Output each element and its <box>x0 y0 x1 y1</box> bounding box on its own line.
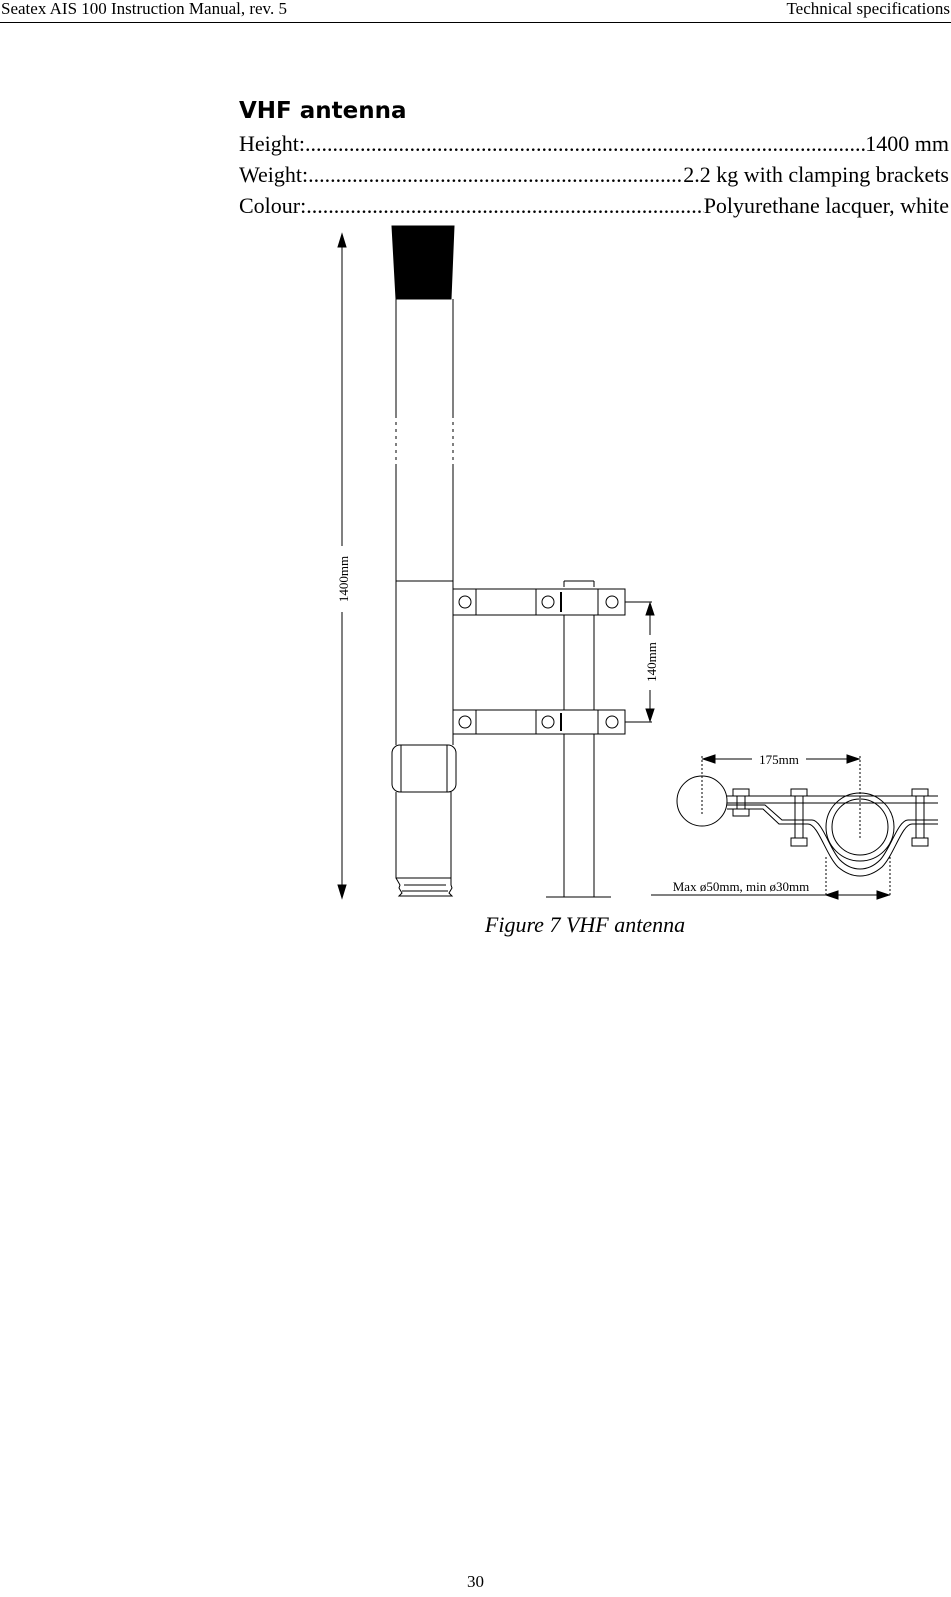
spacing-dimension: 140mm <box>625 601 659 723</box>
dot-leader <box>308 159 683 190</box>
offset-dimension-label: 175mm <box>759 752 799 767</box>
spec-label: Weight: <box>239 162 309 187</box>
antenna-whip <box>391 225 457 897</box>
spec-row-height: Height: 1400 mm <box>239 128 949 159</box>
upper-clamping-bracket <box>452 588 626 616</box>
section-heading: VHF antenna <box>239 98 407 124</box>
pipe-diameter-label: Max ø50mm, min ø30mm <box>673 879 810 894</box>
header-document-title: Seatex AIS 100 Instruction Manual, rev. … <box>1 0 287 18</box>
dot-leader <box>305 128 865 159</box>
spec-list: Height: 1400 mm Weight: 2.2 kg with clam… <box>239 128 949 221</box>
spec-label: Colour: <box>239 193 307 218</box>
spec-value: 1400 mm <box>865 131 949 156</box>
page-number: 30 <box>467 1572 484 1591</box>
vhf-antenna-drawing: 1400mm <box>336 225 938 900</box>
height-dimension: 1400mm <box>336 232 351 900</box>
running-header: Seatex AIS 100 Instruction Manual, rev. … <box>0 0 951 23</box>
spec-row-weight: Weight: 2.2 kg with clamping brackets <box>239 159 949 190</box>
spec-value: 2.2 kg with clamping brackets <box>683 162 949 187</box>
header-section-title: Technical specifications <box>786 0 950 18</box>
spec-label: Height: <box>239 131 305 156</box>
spacing-dimension-label: 140mm <box>644 642 659 682</box>
height-dimension-label: 1400mm <box>336 556 351 602</box>
figure-caption: Figure 7 VHF antenna <box>484 912 686 937</box>
mounting-mast <box>546 580 611 898</box>
spec-value: Polyurethane lacquer, white <box>703 193 949 218</box>
clamp-top-view: 175mm Max ø50mm, min ø30mm <box>651 752 938 900</box>
lower-clamping-bracket <box>452 709 626 735</box>
dot-leader <box>306 190 703 221</box>
spec-row-colour: Colour: Polyurethane lacquer, white <box>239 190 949 221</box>
